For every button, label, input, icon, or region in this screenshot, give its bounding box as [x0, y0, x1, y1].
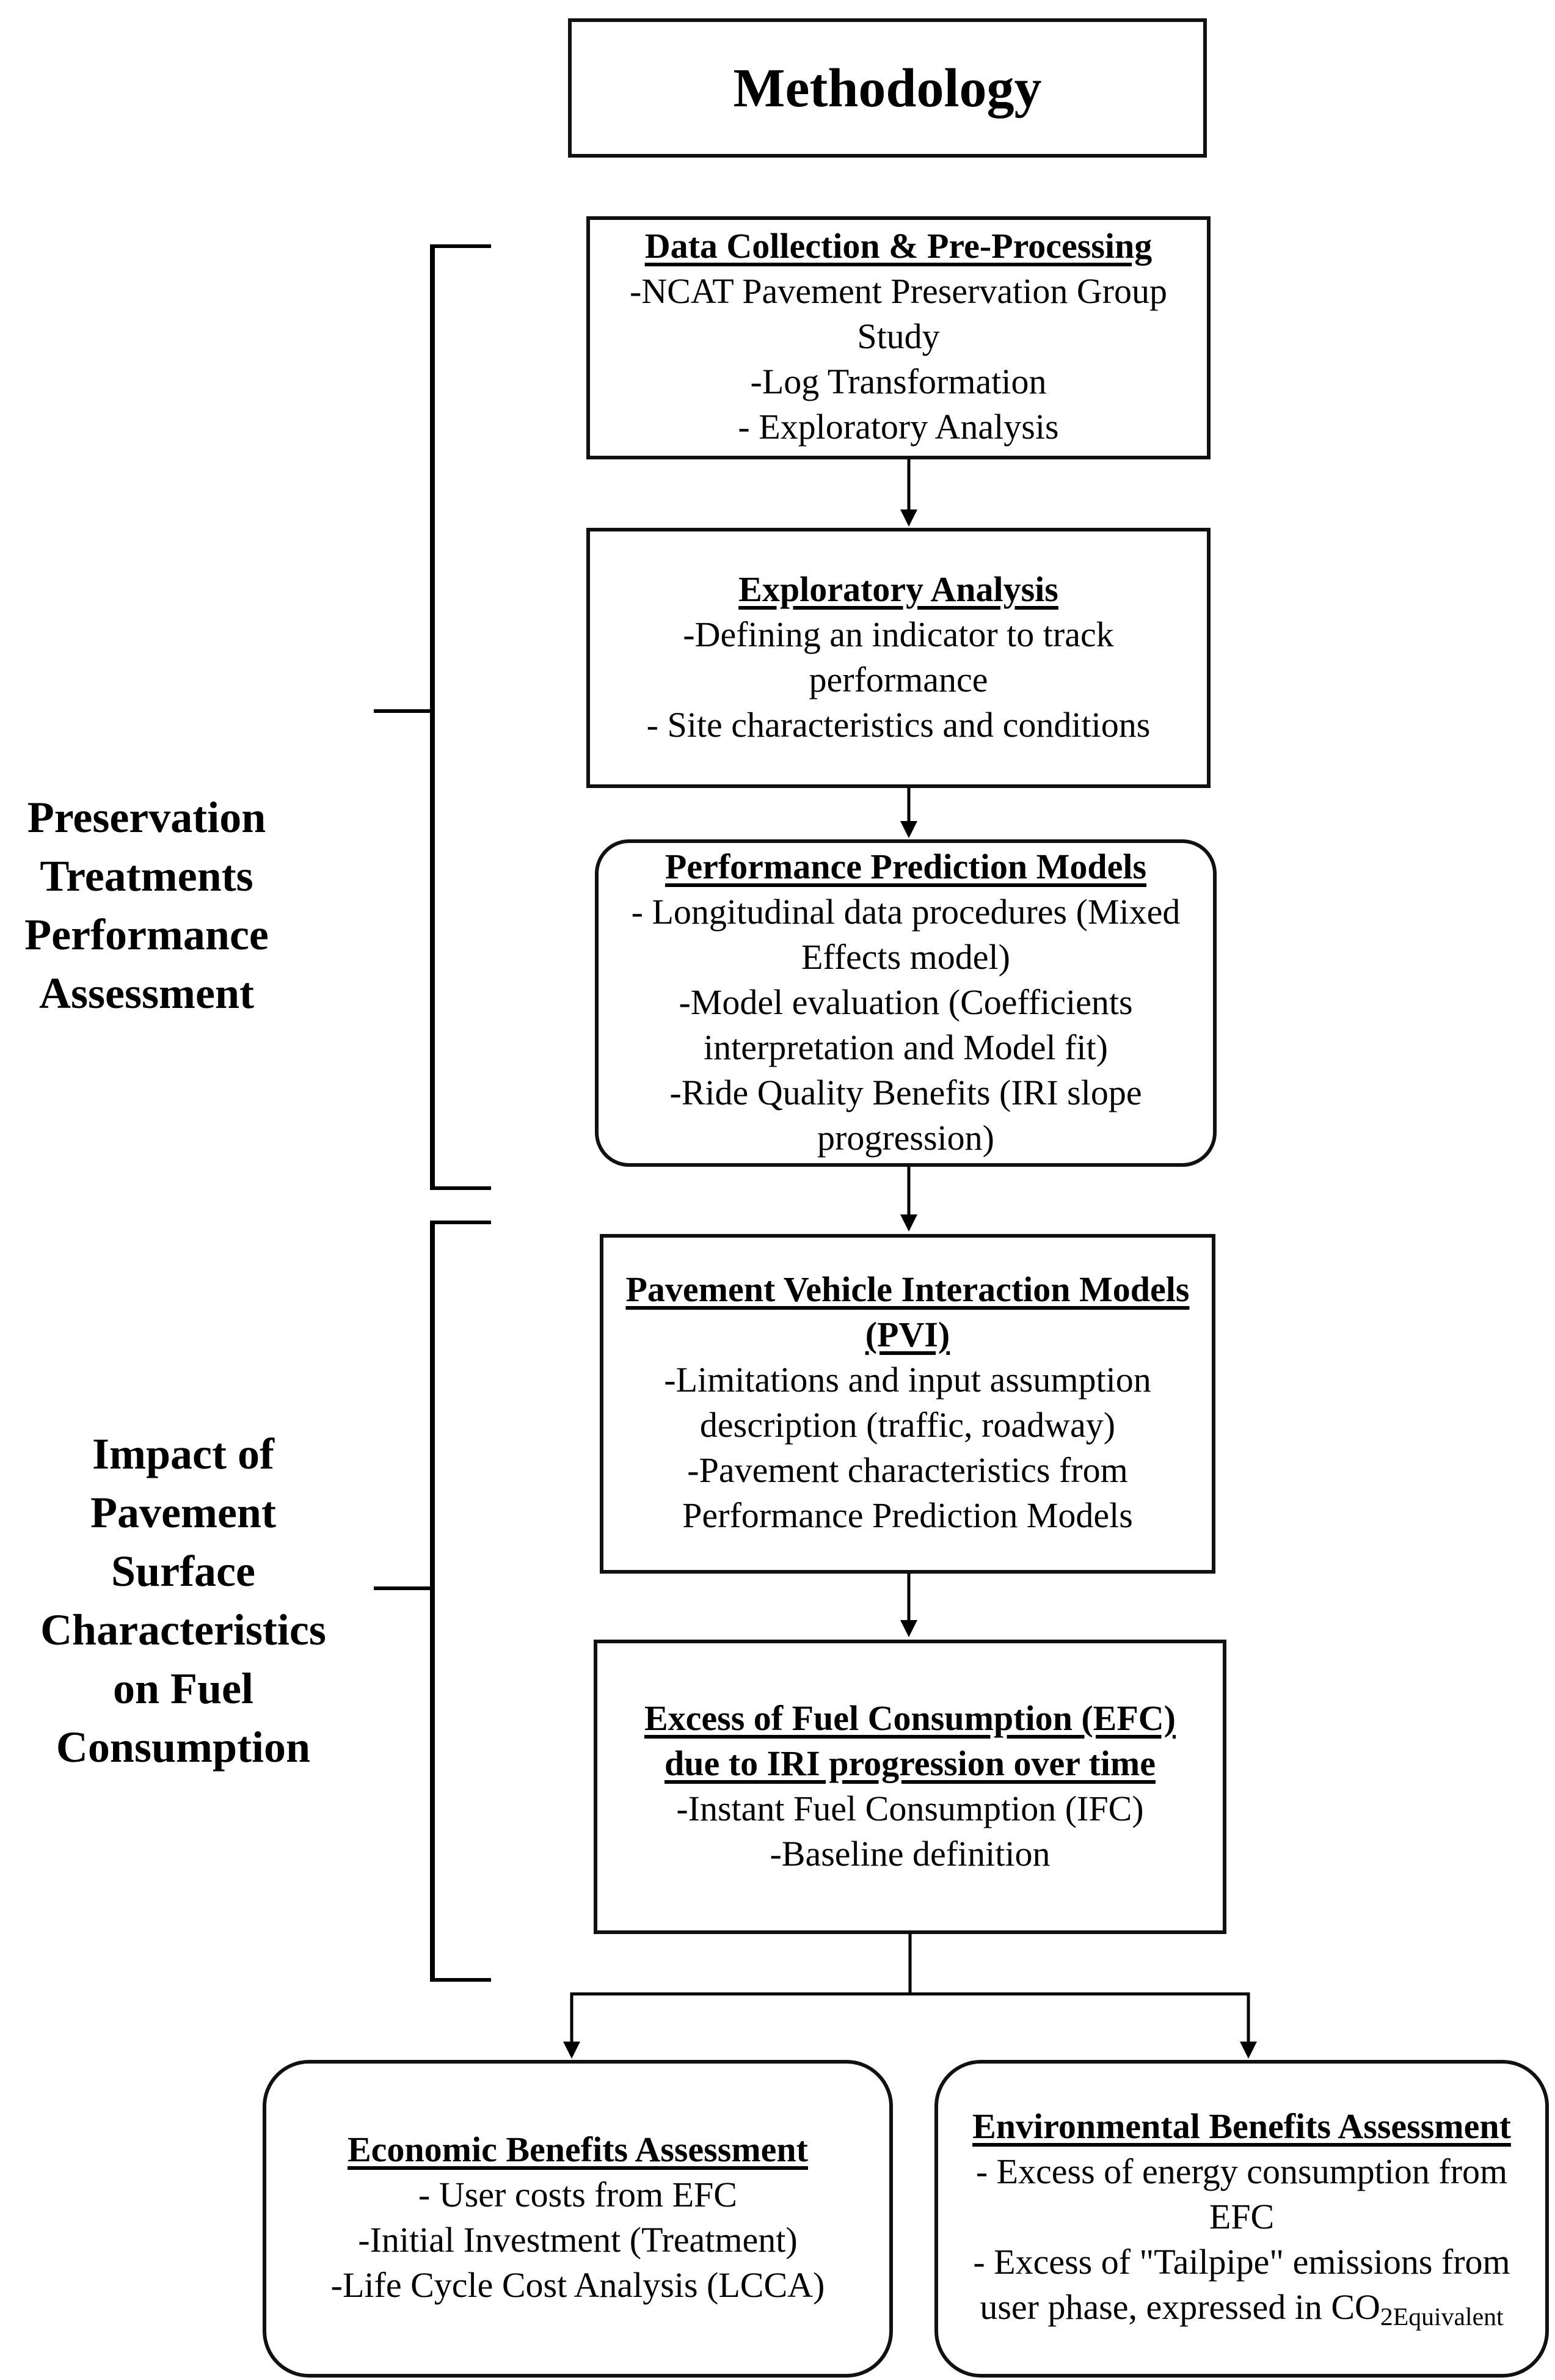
- box-line: - Site characteristics and conditions: [646, 706, 1151, 745]
- box-line: -Limitations and input assumption: [664, 1361, 1151, 1400]
- side-label-line: Characteristics: [40, 1605, 326, 1654]
- box-line: - User costs from EFC: [418, 2176, 737, 2215]
- box-line-co2: user phase, expressed in CO2Equivalent: [980, 2285, 1503, 2333]
- flow-arrow-1: [900, 459, 917, 527]
- side-label-line: Treatments: [40, 852, 253, 900]
- side-label-line: Preservation: [27, 793, 266, 842]
- flow-arrow-4: [900, 1574, 917, 1637]
- arrowhead-down-icon: [900, 1620, 917, 1637]
- box-exploratory-analysis: Exploratory Analysis -Defining an indica…: [586, 528, 1211, 788]
- arrowhead-down-icon: [900, 1214, 917, 1232]
- arrow-to-environmental: [1240, 1994, 1257, 2059]
- flow-arrow-2: [900, 788, 917, 838]
- box-line: - Longitudinal data procedures (Mixed: [631, 892, 1181, 932]
- co2-subscript: 2Equivalent: [1380, 2302, 1504, 2332]
- page-title: Methodology: [733, 57, 1042, 119]
- box-line: interpretation and Model fit): [704, 1028, 1108, 1067]
- box-line: Study: [857, 318, 940, 357]
- methodology-title-box: Methodology: [568, 18, 1207, 158]
- box-line: -Life Cycle Cost Analysis (LCCA): [330, 2266, 825, 2305]
- label-preservation-treatments: Preservation Treatments Performance Asse…: [0, 788, 293, 1023]
- arrowhead-down-icon: [900, 821, 917, 838]
- box-line: description (traffic, roadway): [699, 1406, 1116, 1445]
- box-data-collection: Data Collection & Pre-Processing -NCAT P…: [586, 216, 1211, 459]
- box-pavement-vehicle-interaction: Pavement Vehicle Interaction Models (PVI…: [600, 1234, 1215, 1574]
- arrowhead-down-icon: [900, 509, 917, 527]
- box-header: Economic Benefits Assessment: [348, 2131, 808, 2170]
- side-label-line: Consumption: [56, 1723, 311, 1772]
- box-line: -Initial Investment (Treatment): [358, 2221, 798, 2260]
- box-line: -Log Transformation: [750, 363, 1047, 402]
- box-excess-fuel-consumption: Excess of Fuel Consumption (EFC) due to …: [594, 1640, 1226, 1934]
- box-header: (PVI): [865, 1316, 950, 1355]
- box-header: Performance Prediction Models: [665, 847, 1147, 886]
- box-line: -Ride Quality Benefits (IRI slope: [669, 1073, 1142, 1112]
- arrowhead-down-icon: [1240, 2042, 1257, 2059]
- label-impact-fuel-consumption: Impact of Pavement Surface Characteristi…: [12, 1425, 354, 1776]
- box-environmental-benefits: Environmental Benefits Assessment - Exce…: [934, 2060, 1549, 2378]
- box-header: Excess of Fuel Consumption (EFC): [644, 1699, 1176, 1738]
- arrowhead-down-icon: [563, 2042, 580, 2059]
- box-line: -NCAT Pavement Preservation Group: [629, 272, 1168, 312]
- box-performance-prediction-models: Performance Prediction Models - Longitud…: [595, 839, 1217, 1167]
- box-line: Effects model): [801, 938, 1010, 977]
- box-line: performance: [809, 660, 988, 699]
- box-header: Data Collection & Pre-Processing: [644, 227, 1153, 266]
- bracket-preservation-group: [374, 244, 491, 1190]
- co2-line-main: user phase, expressed in CO: [980, 2288, 1380, 2327]
- box-line: -Defining an indicator to track: [683, 615, 1114, 654]
- box-line: - Excess of energy consumption from: [975, 2152, 1508, 2191]
- box-line: -Instant Fuel Consumption (IFC): [676, 1789, 1144, 1828]
- box-line: - Excess of "Tailpipe" emissions from: [973, 2243, 1510, 2282]
- box-line: EFC: [1209, 2197, 1275, 2236]
- arrow-to-economic: [563, 1994, 580, 2059]
- side-label-line: Impact of: [92, 1429, 274, 1478]
- box-header: Exploratory Analysis: [738, 570, 1058, 609]
- box-line: -Model evaluation (Coefficients: [679, 983, 1133, 1022]
- side-label-line: Pavement: [90, 1488, 276, 1537]
- box-line: -Pavement characteristics from: [687, 1451, 1128, 1491]
- box-line: - Exploratory Analysis: [738, 408, 1059, 447]
- box-line: progression): [817, 1119, 994, 1158]
- box-line: -Baseline definition: [770, 1834, 1051, 1874]
- box-header: Environmental Benefits Assessment: [972, 2107, 1511, 2146]
- side-label-line: Assessment: [39, 969, 254, 1018]
- side-label-line: Performance: [24, 910, 269, 959]
- bracket-fuel-impact-group: [374, 1221, 491, 1982]
- box-header: due to IRI progression over time: [665, 1744, 1156, 1783]
- box-line: Performance Prediction Models: [682, 1497, 1133, 1536]
- split-connector: [570, 1934, 1250, 1996]
- box-economic-benefits: Economic Benefits Assessment - User cost…: [263, 2060, 893, 2378]
- box-header: Pavement Vehicle Interaction Models: [625, 1271, 1190, 1310]
- side-label-line: Surface: [111, 1547, 255, 1596]
- flow-arrow-3: [900, 1167, 917, 1232]
- side-label-line: on Fuel: [112, 1664, 253, 1713]
